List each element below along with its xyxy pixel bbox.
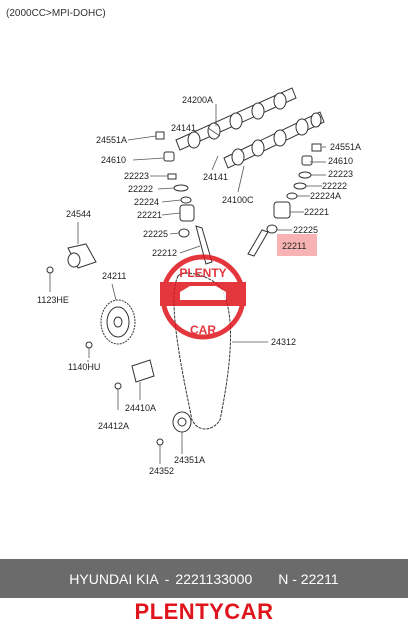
highlight-22211 <box>277 234 317 256</box>
label-22212: 22212 <box>152 248 177 258</box>
bolt-1140hu <box>85 341 93 358</box>
label-22225-left: 22225 <box>143 229 168 239</box>
label-24141-upper: 24141 <box>171 123 196 133</box>
idler-24351a <box>172 411 192 433</box>
label-24351a: 24351A <box>174 455 205 465</box>
label-22225-right: 22225 <box>293 225 318 235</box>
label-22222-left: 22222 <box>128 184 153 194</box>
label-22221-right: 22221 <box>304 207 329 217</box>
parts-diagram: (2000CC>MPI-DOHC) <box>6 8 361 476</box>
label-22224a: 22224A <box>310 191 341 201</box>
brand-name: PLENTYCAR <box>134 599 274 624</box>
label-24312: 24312 <box>271 337 296 347</box>
label-22211: 22211 <box>282 241 306 251</box>
brand-model: HYUNDAI KIA <box>69 570 159 587</box>
label-24211: 24211 <box>102 271 126 281</box>
bolt-24412a <box>114 382 122 410</box>
separator: - <box>164 570 170 587</box>
label-22221-left: 22221 <box>137 210 162 220</box>
label-24610-left: 24610 <box>101 155 126 165</box>
label-22223-right: 22223 <box>328 169 353 179</box>
diagram-header: (2000CC>MPI-DOHC) <box>6 8 106 19</box>
label-22223-left: 22223 <box>124 171 149 181</box>
camshaft-24200a <box>175 87 297 151</box>
sprocket-24211 <box>100 299 136 345</box>
label-24544: 24544 <box>66 209 91 219</box>
watermark-top-text: PLENTY <box>179 266 226 280</box>
label-22224-left: 22224 <box>134 197 159 207</box>
camshaft-24100c <box>223 111 325 169</box>
label-24352: 24352 <box>149 466 174 476</box>
leader-lines <box>49 104 326 464</box>
watermark-bottom-text: CAR <box>190 323 216 337</box>
label-24200a: 24200A <box>182 95 213 105</box>
label-24610-right: 24610 <box>328 156 353 166</box>
label-24551a-right: 24551A <box>330 142 361 152</box>
tensioner-24544 <box>46 243 97 290</box>
label-1140hu: 1140HU <box>68 362 100 372</box>
plentycar-watermark: PLENTY CAR <box>160 254 246 340</box>
label-24412a: 24412A <box>98 421 129 431</box>
tensioner-24410a <box>131 359 155 383</box>
nut-24352 <box>156 438 164 446</box>
reference-number: N - 22211 <box>278 570 339 587</box>
part-number: 2221133000 <box>175 570 253 587</box>
part-info-band: HYUNDAI KIA - 2221133000 N - 22211 <box>0 559 408 598</box>
label-24100c: 24100C <box>222 195 254 205</box>
left-valve-components <box>155 131 213 265</box>
label-22222-right: 22222 <box>322 181 347 191</box>
label-24410a: 24410A <box>125 403 156 413</box>
label-24551a-left: 24551A <box>96 135 127 145</box>
label-1123he: 1123HE <box>37 295 69 305</box>
label-24141-lower: 24141 <box>203 172 228 182</box>
